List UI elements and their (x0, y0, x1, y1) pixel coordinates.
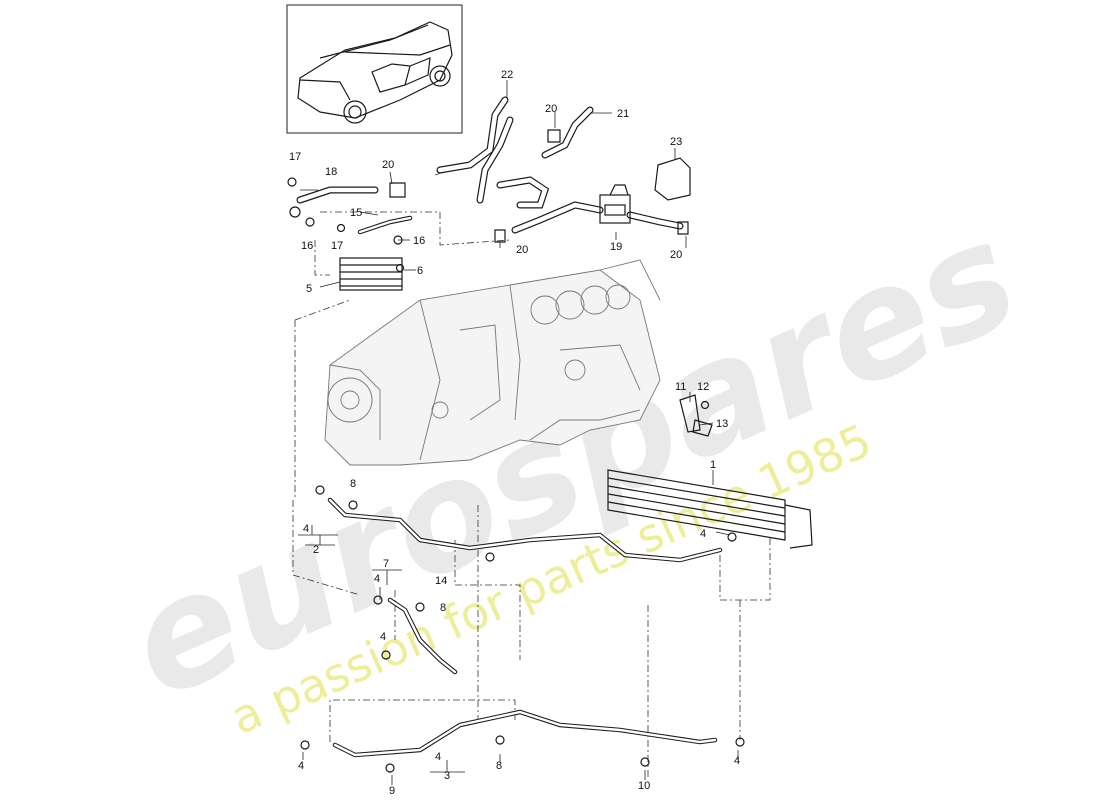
callout-20: 20 (382, 159, 394, 171)
callout-4: 4 (700, 528, 706, 540)
callout-20: 20 (545, 103, 557, 115)
callout-8: 8 (440, 602, 446, 614)
callout-19: 19 (610, 241, 622, 253)
callout-23: 23 (670, 136, 682, 148)
vehicle-thumbnail (286, 4, 463, 134)
callout-20: 20 (516, 244, 528, 256)
callout-4: 4 (374, 573, 380, 585)
callout-leader-lines (298, 80, 739, 785)
callout-13: 13 (716, 418, 728, 430)
callout-15: 15 (350, 207, 362, 219)
callout-3: 3 (444, 770, 450, 782)
callout-12: 12 (697, 381, 709, 393)
callout-4: 4 (298, 760, 304, 772)
callout-5: 5 (306, 283, 312, 295)
callout-18: 18 (325, 166, 337, 178)
transmission-oil-cooler-main (607, 394, 813, 549)
callout-10: 10 (638, 780, 650, 792)
callout-1: 1 (710, 459, 716, 471)
callout-4: 4 (303, 523, 309, 535)
callout-17: 17 (331, 240, 343, 252)
callout-7: 7 (383, 558, 389, 570)
callout-2: 2 (313, 544, 319, 556)
callout-22: 22 (501, 69, 513, 81)
transmission-oil-cooler-small (287, 177, 413, 291)
callout-20: 20 (670, 249, 682, 261)
callout-6: 6 (417, 265, 423, 277)
callout-8: 8 (496, 760, 502, 772)
callout-14: 14 (435, 575, 447, 587)
assembly-guide-lines (292, 159, 771, 780)
callout-4: 4 (380, 631, 386, 643)
callout-9: 9 (389, 785, 395, 797)
upper-coolant-hoses (296, 96, 691, 243)
transmission-oil-lines (300, 485, 745, 773)
callout-16: 16 (413, 235, 425, 247)
callout-11: 11 (675, 381, 686, 393)
callout-4: 4 (435, 751, 441, 763)
engine-transmission-assembly (324, 259, 661, 466)
callout-17: 17 (289, 151, 301, 163)
callout-16: 16 (301, 240, 313, 252)
part-callouts: 22 20 21 23 17 18 20 15 16 17 16 6 5 20 … (289, 69, 740, 797)
callout-8: 8 (350, 478, 356, 490)
callout-21: 21 (617, 108, 629, 120)
callout-4: 4 (734, 755, 740, 767)
